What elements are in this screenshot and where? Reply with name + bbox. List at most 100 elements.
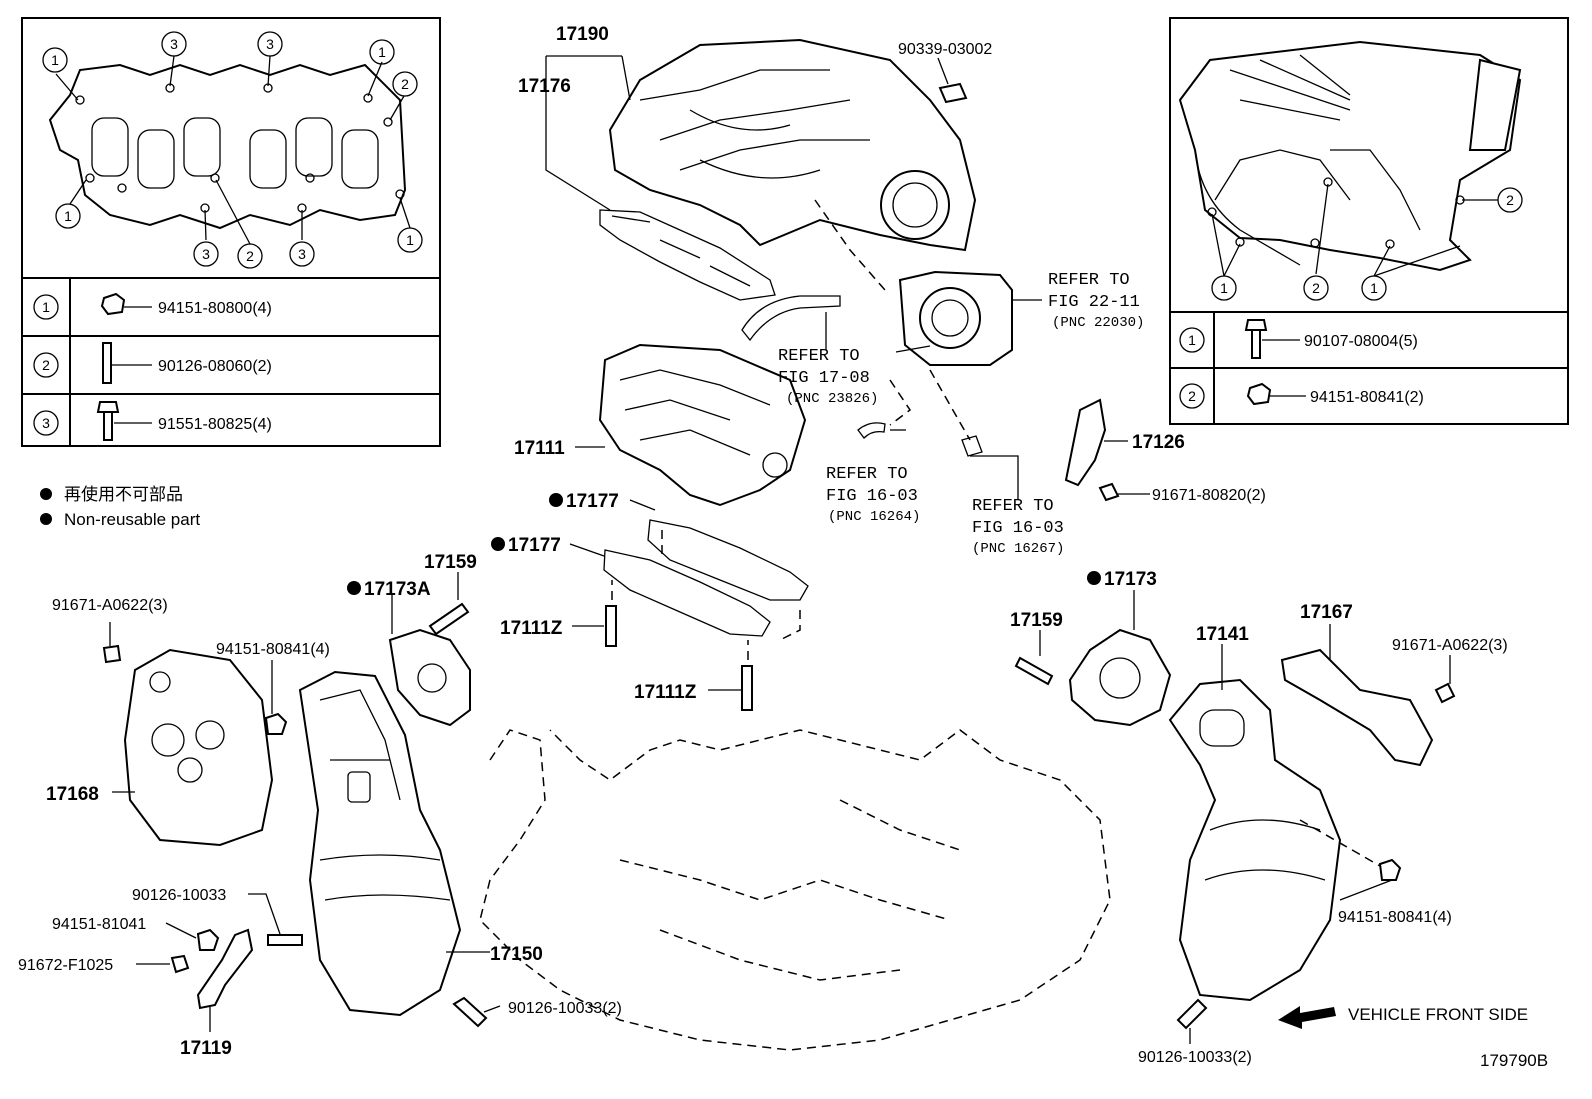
bolt-91671-left xyxy=(102,644,122,664)
refer-note-3: REFER TO FIG 16-03 (PNC 16264) xyxy=(826,465,920,525)
svg-text:2: 2 xyxy=(246,248,254,264)
bolt-91672 xyxy=(170,954,190,974)
upper-intake-drawing xyxy=(1178,40,1522,272)
svg-text:FIG 16-03: FIG 16-03 xyxy=(972,519,1064,538)
refer-note-2: REFER TO FIG 22-11 (PNC 22030) xyxy=(1048,271,1144,331)
label-17173: 17173 xyxy=(1104,569,1157,590)
svg-text:1: 1 xyxy=(1370,280,1378,296)
vehicle-front-arrow xyxy=(1278,1006,1336,1029)
intake-gasket-drawing xyxy=(48,63,407,230)
label-94151-81041: 94151-81041 xyxy=(52,916,146,933)
row-number: 1 xyxy=(42,299,50,315)
label-17177-a: 17177 xyxy=(566,491,619,512)
part-code: 94151-80841(2) xyxy=(1310,389,1424,406)
svg-text:(PNC 23826): (PNC 23826) xyxy=(786,391,878,407)
stud-90126-left xyxy=(267,934,303,946)
svg-text:3: 3 xyxy=(170,36,178,52)
part-code: 94151-80800(4) xyxy=(158,300,272,317)
bolt-91671-80820 xyxy=(1098,482,1120,502)
label-17177-b: 17177 xyxy=(508,535,561,556)
label-17167: 17167 xyxy=(1300,602,1353,623)
inset-left-table-row-1: 1 94151-80800(4) xyxy=(33,292,272,320)
svg-text:2: 2 xyxy=(1188,388,1196,404)
bolt-91671-right xyxy=(1434,682,1456,704)
legend-en: Non-reusable part xyxy=(64,510,200,529)
label-94151-80841-left: 94151-80841(4) xyxy=(216,641,330,658)
label-91671-a0622-left: 91671-A0622(3) xyxy=(52,597,168,614)
bracket-17119 xyxy=(196,928,254,1010)
inset-left-frame xyxy=(21,17,441,447)
part-code: 90126-08060(2) xyxy=(158,358,272,375)
gasket-17173a xyxy=(388,628,471,727)
svg-text:REFER TO: REFER TO xyxy=(826,465,908,484)
svg-text:1: 1 xyxy=(406,232,414,248)
stud-icon xyxy=(102,342,112,384)
label-17126: 17126 xyxy=(1132,432,1185,453)
non-reusable-marker xyxy=(549,493,563,507)
nut-94151-81041 xyxy=(196,928,220,951)
leader-lines xyxy=(109,55,1451,1044)
intake-gasket-upper xyxy=(599,209,776,301)
svg-text:REFER TO: REFER TO xyxy=(972,497,1054,516)
svg-text:1: 1 xyxy=(378,44,386,60)
label-17111z-a: 17111Z xyxy=(500,618,563,639)
svg-text:REFER TO: REFER TO xyxy=(778,347,860,366)
gasket-17177-lower xyxy=(603,549,771,637)
engine-ghost-outline xyxy=(479,729,1111,1051)
legend-jp: 再使用不可部品 xyxy=(64,484,183,504)
refer-note-4: REFER TO FIG 16-03 (PNC 16267) xyxy=(972,497,1064,557)
exhaust-manifold-17141 xyxy=(1168,678,1342,1002)
intake-manifold-upper xyxy=(608,38,977,252)
nut-94151-left xyxy=(264,712,288,735)
part-labels: 17190 17176 90339-03002 17111 17177 1717… xyxy=(18,24,1508,1066)
non-reusable-marker xyxy=(347,581,361,595)
inset-left-callout-markers: 1 3 3 1 2 1 3 2 3 1 xyxy=(42,31,423,269)
svg-text:FIG 22-11: FIG 22-11 xyxy=(1048,293,1140,312)
svg-text:(PNC 22030): (PNC 22030) xyxy=(1052,315,1144,331)
inset-right-callout-markers: 1 2 1 2 xyxy=(1211,187,1523,301)
label-17176: 17176 xyxy=(518,76,571,97)
label-90339-03002: 90339-03002 xyxy=(898,41,992,58)
label-17173a: 17173A xyxy=(364,579,431,600)
label-91672-f1025: 91672-F1025 xyxy=(18,957,113,974)
inset-left-callouts xyxy=(55,55,411,245)
stud-90126-2-right xyxy=(1176,998,1208,1030)
part-code: 90107-08004(5) xyxy=(1304,333,1418,350)
stud-17111z xyxy=(605,605,753,711)
figure-id: 179790B xyxy=(1480,1051,1548,1070)
refer-note-1: REFER TO FIG 17-08 (PNC 23826) xyxy=(778,347,878,407)
vehicle-front-label: VEHICLE FRONT SIDE xyxy=(1348,1005,1528,1024)
gasket-17177-upper xyxy=(647,519,809,601)
svg-text:FIG 17-08: FIG 17-08 xyxy=(778,369,870,388)
label-90126-10033-2-left: 90126-10033(2) xyxy=(508,1000,622,1017)
svg-text:2: 2 xyxy=(1312,280,1320,296)
throttle-body xyxy=(895,270,1013,366)
label-90126-10033: 90126-10033 xyxy=(132,887,226,904)
hose-17-08 xyxy=(741,295,841,342)
svg-text:(PNC 16267): (PNC 16267) xyxy=(972,541,1064,557)
svg-text:REFER TO: REFER TO xyxy=(1048,271,1130,290)
label-17150: 17150 xyxy=(490,944,543,965)
label-91671-80820: 91671-80820(2) xyxy=(1152,487,1266,504)
nut-94151-right xyxy=(1378,858,1402,881)
heat-insulator-17167 xyxy=(1280,648,1434,767)
inset-left-table-row-2: 2 90126-08060(2) xyxy=(33,342,272,384)
dashed-leader xyxy=(814,199,886,291)
inset-right-table-row-2: 2 94151-80841(2) xyxy=(1179,382,1424,409)
heat-insulator-17168 xyxy=(123,648,274,847)
part-code: 91551-80825(4) xyxy=(158,416,272,433)
svg-text:2: 2 xyxy=(1506,192,1514,208)
stud-17159-left xyxy=(428,602,470,636)
label-91671-a0622-right: 91671-A0622(3) xyxy=(1392,637,1508,654)
stud-90126-2-left xyxy=(452,996,488,1028)
label-17111z-b: 17111Z xyxy=(634,682,697,703)
non-reusable-marker xyxy=(1087,571,1101,585)
bolt-icon xyxy=(96,401,120,413)
inset-right-callout-leaders xyxy=(1211,183,1498,277)
gasket-17173 xyxy=(1068,628,1172,727)
label-94151-80841-right: 94151-80841(4) xyxy=(1338,909,1452,926)
intake-manifold-lower xyxy=(598,343,807,507)
svg-text:FIG 16-03: FIG 16-03 xyxy=(826,487,918,506)
stud-17159-right xyxy=(1014,656,1054,686)
inset-right-frame xyxy=(1169,17,1569,425)
